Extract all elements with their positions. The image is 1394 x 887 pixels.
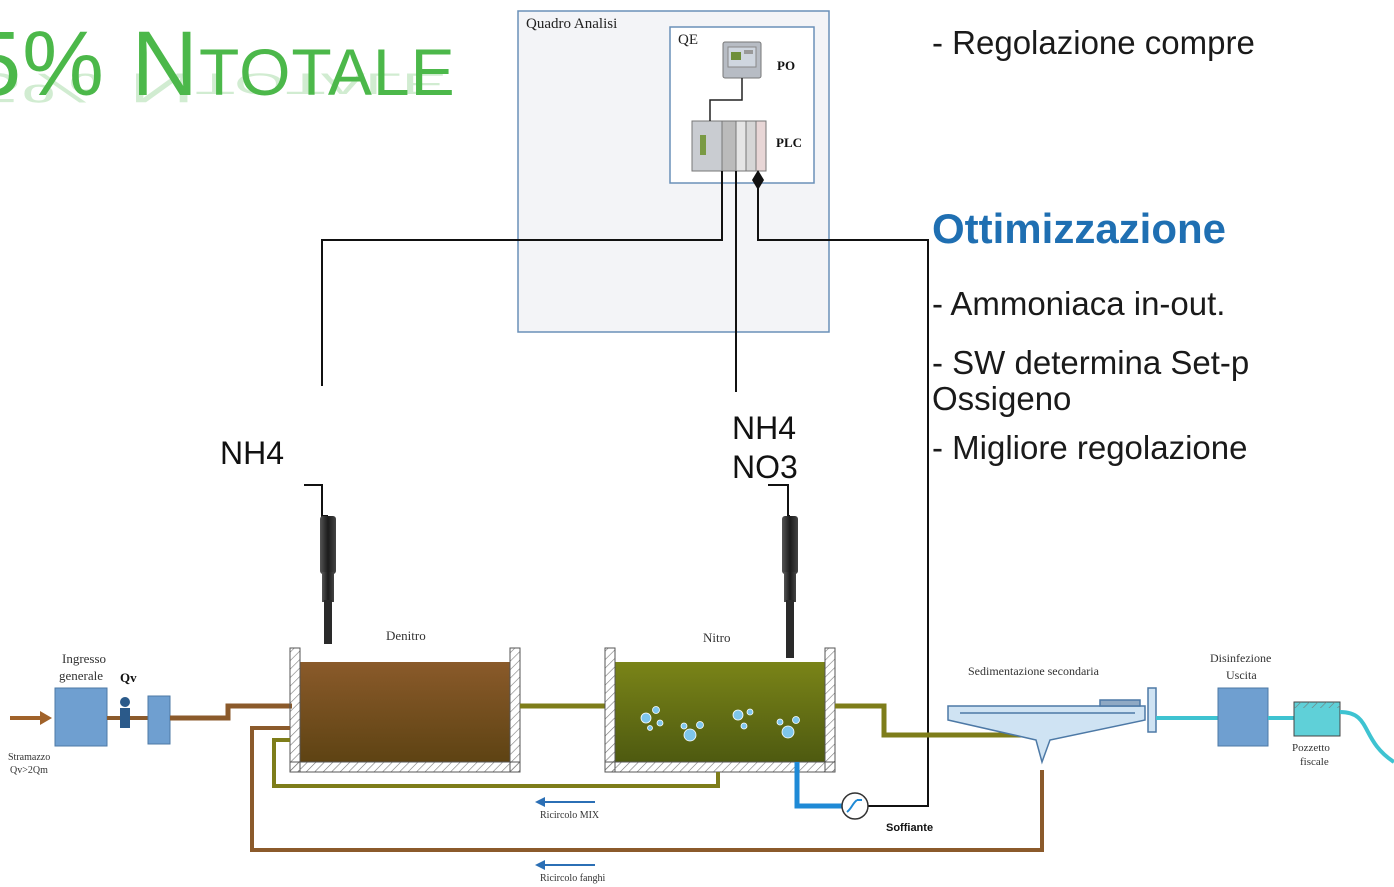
nitro-label: Nitro: [703, 630, 731, 645]
probe-label-nh4-denitro: NH4: [220, 435, 285, 471]
qv-label: Qv: [120, 670, 137, 685]
air-bubbles: [640, 706, 800, 742]
headline: 5% NTOTALE: [0, 18, 456, 110]
probe-label-no3-nitro: NO3: [732, 449, 798, 485]
bullet-migliore-regolazione: - Migliore regolazione: [932, 429, 1248, 466]
ricircolo-fanghi-label: Ricircolo fanghi: [540, 873, 606, 884]
probe-denitro-icon: [320, 516, 336, 644]
quadro-analisi-label: Quadro Analisi: [526, 16, 618, 32]
qe-label: QE: [678, 32, 698, 48]
air-line: [794, 762, 845, 809]
stramazzo-label-line1: Stramazzo: [8, 752, 51, 763]
soffiante-blower-icon: [841, 792, 869, 820]
disinfezione-label-line1: Disinfezione: [1210, 651, 1272, 665]
signal-diamond: [752, 170, 764, 190]
qv-box: [147, 695, 171, 745]
stramazzo-label-line2: Qv>2Qm: [10, 765, 48, 776]
plc-label: PLC: [776, 135, 802, 150]
po-device-icon: [722, 41, 762, 79]
probe-label-nh4-nitro: NH4: [732, 410, 797, 446]
top-bullet: - Regolazione compre: [932, 24, 1255, 61]
ricircolo-fanghi-line: [250, 726, 1044, 852]
denitro-label: Denitro: [386, 628, 426, 643]
headline-prefix: 5% N: [0, 13, 199, 115]
ricircolo-mix-line: [272, 738, 720, 788]
bullet-ammoniaca: - Ammoniaca in-out.: [932, 285, 1226, 322]
nitro-tank: [604, 647, 836, 773]
sedimentazione-label: Sedimentazione secondaria: [968, 664, 1099, 678]
sedimentazione-unit: [947, 687, 1157, 765]
pozzetto-fiscale-box: [1293, 701, 1341, 737]
soffiante-label: Soffiante: [886, 822, 934, 834]
section-title: Ottimizzazione: [932, 205, 1227, 252]
bullet-sw-determina: - SW determina Set-p: [932, 344, 1250, 381]
pozzetto-label-line2: fiscale: [1300, 756, 1329, 768]
disinfezione-box: [1217, 687, 1269, 747]
outflow-line: [1339, 710, 1394, 764]
ingresso-box: [54, 687, 108, 747]
signal-line-soffiante: [757, 185, 929, 807]
signal-line-denitro: [321, 171, 723, 386]
bullet-ossigeno: Ossigeno: [932, 380, 1072, 417]
ingresso-label-line1: Ingresso: [62, 651, 107, 666]
po-label: PO: [777, 58, 796, 73]
denitro-tank: [289, 647, 521, 773]
pozzetto-label-line1: Pozzetto: [1292, 742, 1330, 754]
plc-device-icon: [691, 120, 767, 172]
probe-nitro-icon: [782, 516, 798, 658]
headline-suffix: TOTALE: [198, 35, 456, 109]
disinfezione-label-line2: Uscita: [1226, 668, 1257, 682]
qv-flowmeter-icon: [120, 697, 130, 728]
ricircolo-mix-label: Ricircolo MIX: [540, 810, 600, 821]
ingresso-label-line2: generale: [59, 668, 104, 683]
